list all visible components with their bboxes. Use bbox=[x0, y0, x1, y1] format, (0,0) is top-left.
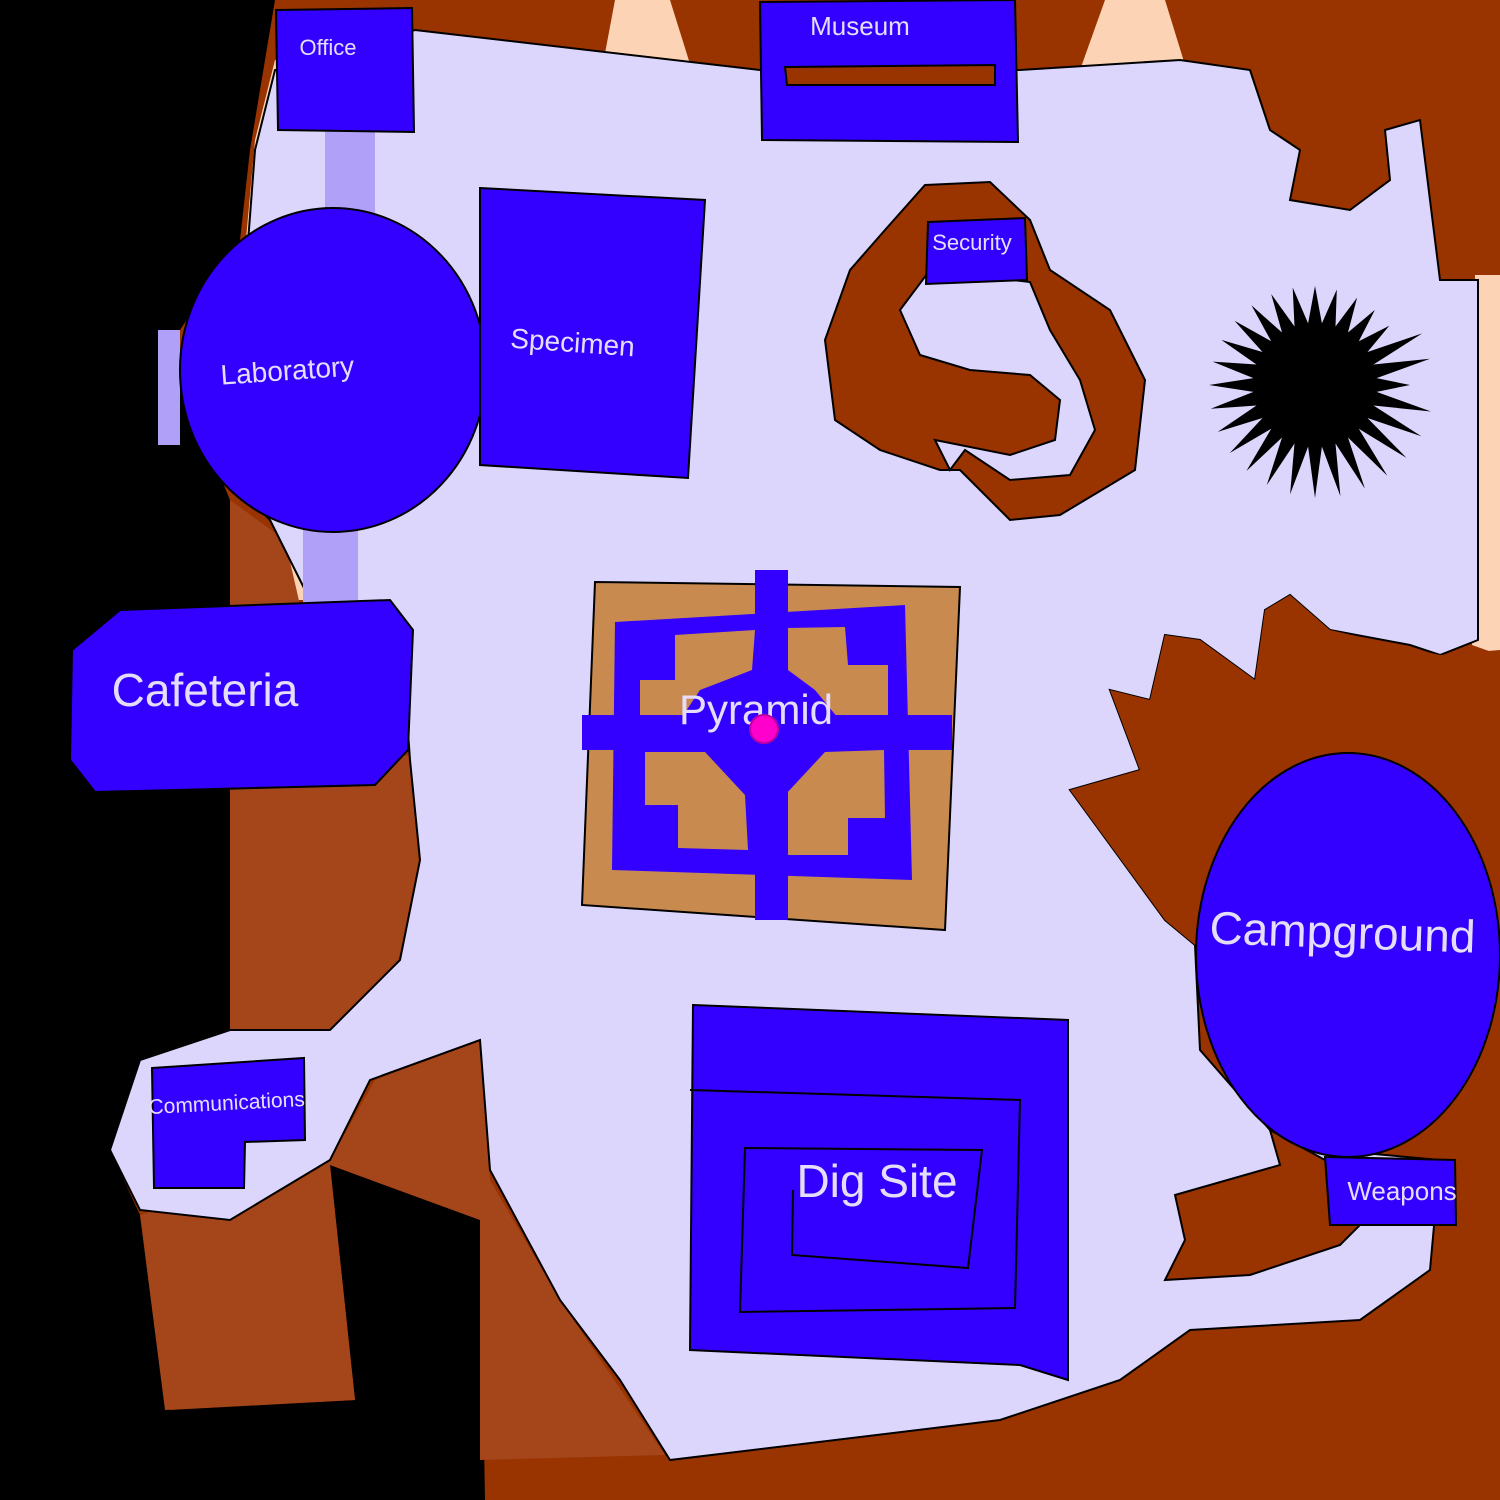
location-label: Cafeteria bbox=[112, 664, 299, 716]
player-marker-icon bbox=[749, 714, 779, 744]
location-label: Campground bbox=[1209, 901, 1477, 962]
location-museum[interactable]: Museum bbox=[758, 0, 1020, 144]
location-specimen[interactable]: Specimen bbox=[479, 186, 707, 480]
location-dig-site[interactable]: Dig Site bbox=[688, 1003, 1069, 1382]
corridor-office-lab bbox=[325, 128, 375, 213]
location-pyramid[interactable]: Pyramid bbox=[580, 570, 962, 932]
location-label: Weapons bbox=[1347, 1176, 1456, 1206]
location-cafeteria[interactable]: Cafeteria bbox=[68, 598, 415, 794]
ground-security-loop bbox=[898, 268, 1097, 482]
hazard-hole-shape bbox=[1209, 286, 1431, 498]
location-security[interactable]: Security bbox=[924, 216, 1029, 286]
peach-top-2 bbox=[1080, 0, 1185, 70]
location-label: Security bbox=[932, 230, 1011, 255]
void-area bbox=[0, 0, 485, 1500]
location-label: Dig Site bbox=[796, 1155, 957, 1207]
corridor-lab-west bbox=[158, 330, 180, 445]
corridor-lab-cafeteria bbox=[303, 528, 358, 603]
location-office[interactable]: Office bbox=[274, 6, 416, 134]
location-communications[interactable]: Communications bbox=[148, 1056, 307, 1189]
hazard-hole-icon bbox=[1209, 286, 1431, 498]
rock-left-upper bbox=[230, 500, 300, 610]
rock-bottom-left bbox=[140, 1035, 665, 1460]
rock-left-lower bbox=[230, 755, 420, 1030]
location-campground[interactable]: Campground bbox=[1195, 752, 1500, 1158]
location-label: Office bbox=[299, 35, 356, 60]
location-label: Museum bbox=[810, 11, 910, 41]
location-weapons[interactable]: Weapons bbox=[1323, 1155, 1458, 1226]
location-laboratory[interactable]: Laboratory bbox=[179, 207, 487, 533]
